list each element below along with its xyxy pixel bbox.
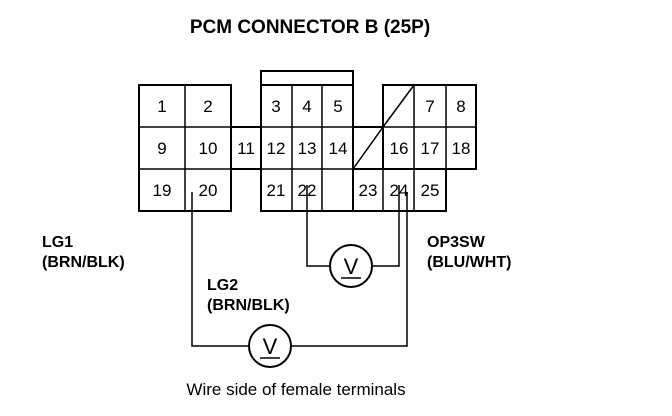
pin-21: 21 <box>267 181 286 200</box>
pin-labels: 1 2 3 4 5 7 8 9 10 11 12 13 14 16 17 18 … <box>153 97 471 200</box>
op3sw-label: OP3SW <box>427 234 486 251</box>
upper-meter-circuit: V <box>306 185 400 288</box>
lg2-label: LG2 <box>207 277 238 294</box>
pin-23: 23 <box>359 181 378 200</box>
diagram-caption: Wire side of female terminals <box>186 380 405 399</box>
lg2-color: (BRN/BLK) <box>207 297 290 314</box>
pin-14: 14 <box>329 139 348 158</box>
lower-voltmeter-icon <box>248 324 292 368</box>
wire-24-upper <box>373 185 400 267</box>
pin-25: 25 <box>421 181 440 200</box>
diagram-title: PCM CONNECTOR B (25P) <box>190 17 430 38</box>
pin-17: 17 <box>421 139 440 158</box>
op3sw-color: (BLU/WHT) <box>427 254 511 271</box>
pin-19: 19 <box>153 181 172 200</box>
wire-22 <box>306 185 329 267</box>
wire-labels: LG1 (BRN/BLK) LG2 (BRN/BLK) OP3SW (BLU/W… <box>42 234 511 314</box>
upper-voltmeter-icon <box>329 244 373 288</box>
pin-1: 1 <box>157 97 166 116</box>
pin-20: 20 <box>199 181 218 200</box>
pin-7: 7 <box>425 97 434 116</box>
pin-9: 9 <box>157 139 166 158</box>
wire-24-lower <box>292 192 408 347</box>
lower-voltmeter-symbol: V <box>263 334 278 359</box>
pin-16: 16 <box>390 139 409 158</box>
pin-18: 18 <box>452 139 471 158</box>
connector-grid <box>139 84 476 211</box>
pin-8: 8 <box>456 97 465 116</box>
pin-2: 2 <box>203 97 212 116</box>
lower-meter-circuit: V <box>191 192 408 368</box>
pin-12: 12 <box>267 139 286 158</box>
lg1-color: (BRN/BLK) <box>42 254 125 271</box>
pin-4: 4 <box>302 97 311 116</box>
lg1-label: LG1 <box>42 234 73 251</box>
pin-3: 3 <box>271 97 280 116</box>
pin-5: 5 <box>333 97 342 116</box>
upper-voltmeter-symbol: V <box>344 254 359 279</box>
pin-11: 11 <box>237 139 255 158</box>
wire-20 <box>191 192 248 347</box>
pin-10: 10 <box>199 139 218 158</box>
pin-13: 13 <box>298 139 317 158</box>
